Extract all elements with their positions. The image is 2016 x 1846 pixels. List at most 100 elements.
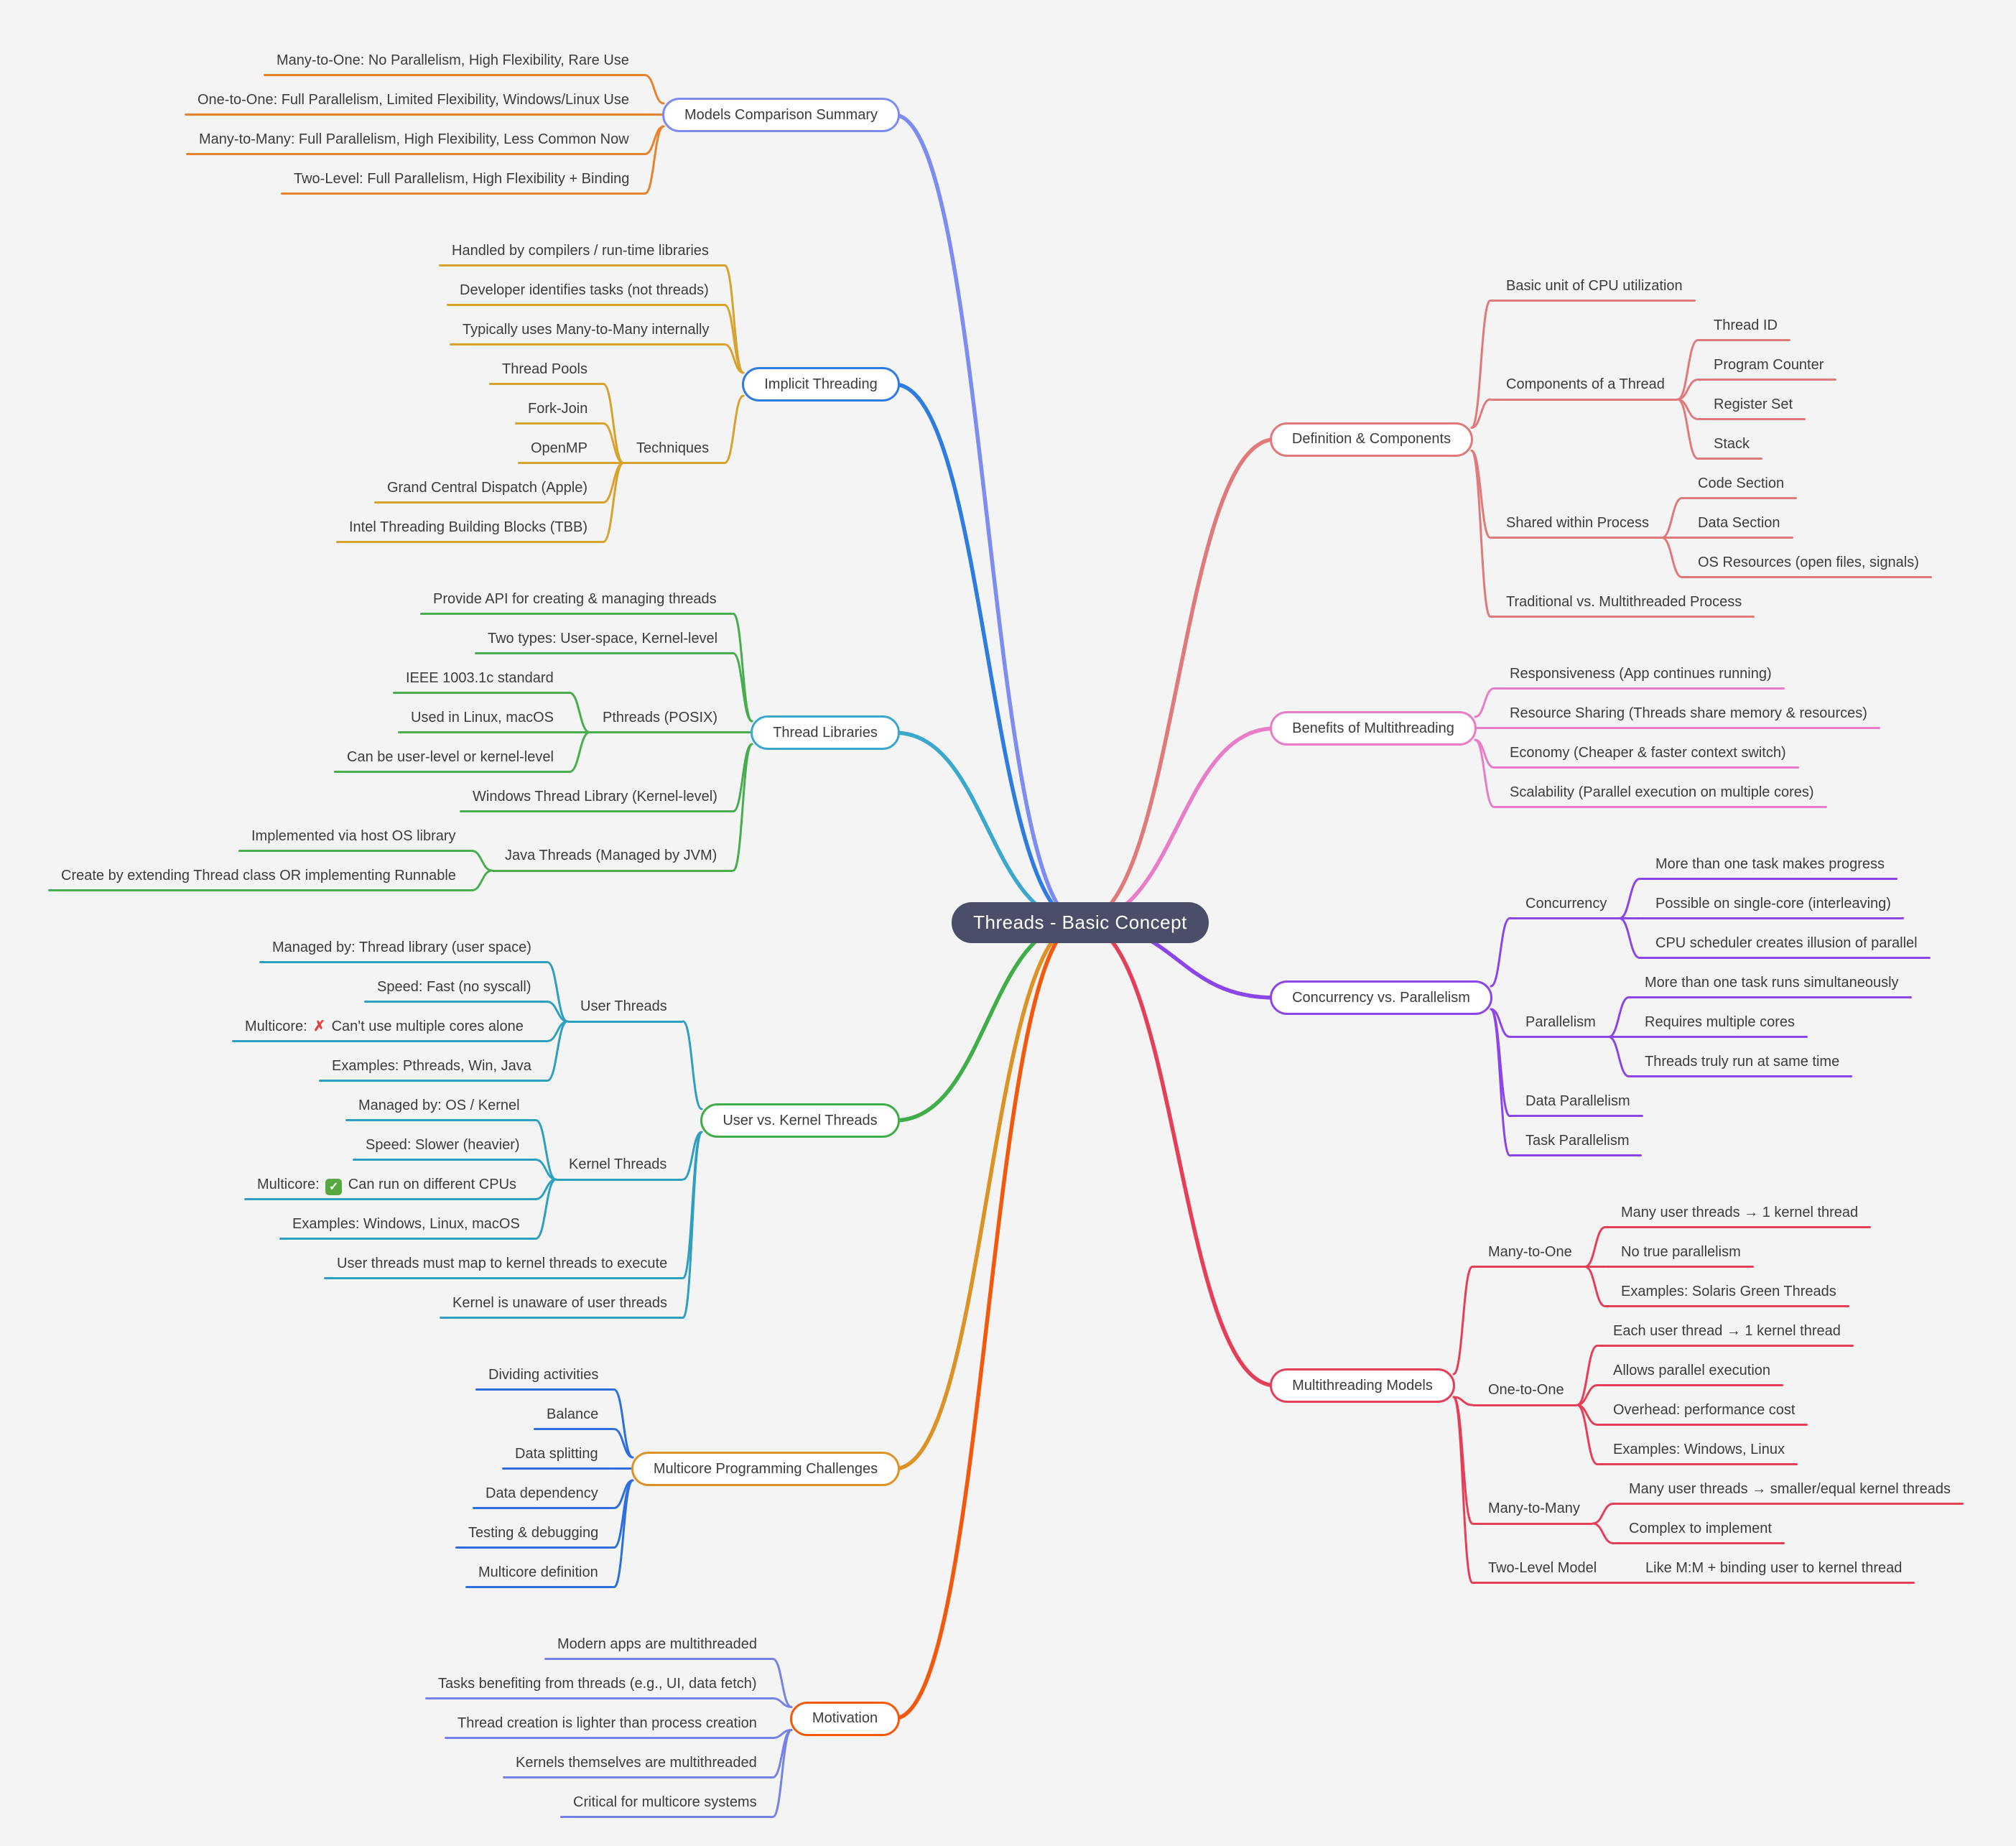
node-label[interactable]: Data Parallelism — [1525, 1093, 1630, 1109]
subtopic-label[interactable]: Components of a Thread — [1506, 376, 1665, 392]
node-label[interactable]: Provide API for creating & managing thre… — [433, 590, 717, 607]
node-label[interactable]: Data dependency — [486, 1485, 598, 1501]
node-label[interactable]: Multicore definition — [478, 1564, 598, 1580]
node-label[interactable]: Developer identifies tasks (not threads) — [460, 282, 709, 298]
node-label[interactable]: Multicore: ✗ Can't use multiple cores al… — [245, 1018, 524, 1034]
node-label[interactable]: Fork-Join — [528, 400, 588, 417]
node-underline — [1605, 1266, 1754, 1268]
node-label[interactable]: Examples: Pthreads, Win, Java — [332, 1057, 531, 1074]
node-label[interactable]: Overhead: performance cost — [1613, 1401, 1796, 1418]
node-label[interactable]: Speed: Fast (no syscall) — [377, 978, 531, 995]
topic-node[interactable]: User vs. Kernel Threads — [700, 1103, 900, 1138]
topic-node[interactable]: Motivation — [790, 1701, 900, 1736]
node-label[interactable]: Traditional vs. Multithreaded Process — [1506, 593, 1742, 610]
subtopic-label[interactable]: One-to-One — [1488, 1382, 1564, 1398]
node-label[interactable]: Managed by: Thread library (user space) — [272, 939, 531, 955]
node-label[interactable]: Allows parallel execution — [1613, 1362, 1771, 1378]
node-label[interactable]: Responsiveness (App continues running) — [1510, 665, 1772, 682]
node-label[interactable]: Dividing activities — [488, 1366, 599, 1383]
topic-node[interactable]: Multicore Programming Challenges — [631, 1452, 900, 1486]
node-label[interactable]: Threads truly run at same time — [1645, 1053, 1840, 1070]
node-label[interactable]: Multicore: ✓ Can run on different CPUs — [257, 1174, 516, 1195]
topic-node[interactable]: Definition & Components — [1270, 422, 1473, 457]
node-label[interactable]: Tasks benefiting from threads (e.g., UI,… — [438, 1675, 757, 1692]
node-underline — [374, 501, 603, 504]
node-label[interactable]: Testing & debugging — [468, 1524, 599, 1541]
node-label[interactable]: Used in Linux, macOS — [411, 709, 554, 725]
node-label[interactable]: Economy (Cheaper & faster context switch… — [1510, 744, 1786, 761]
node-label[interactable]: Many user threads → smaller/equal kernel… — [1629, 1480, 1951, 1497]
subtopic-label[interactable]: Java Threads (Managed by JVM) — [505, 848, 717, 863]
node-label[interactable]: Implemented via host OS library — [251, 827, 456, 844]
node-label[interactable]: Balance — [547, 1406, 599, 1422]
topic-node[interactable]: Models Comparison Summary — [662, 98, 900, 132]
node-label[interactable]: Critical for multicore systems — [573, 1794, 757, 1810]
node-label[interactable]: Two-Level: Full Parallelism, High Flexib… — [294, 170, 630, 187]
subtopic-label[interactable]: Pthreads (POSIX) — [603, 709, 718, 725]
node-label[interactable]: Each user thread → 1 kernel thread — [1613, 1322, 1841, 1339]
node-label[interactable]: Grand Central Dispatch (Apple) — [387, 479, 588, 496]
node-label[interactable]: No true parallelism — [1621, 1243, 1741, 1260]
node-label[interactable]: Data Section — [1698, 514, 1780, 531]
node-label[interactable]: Resource Sharing (Threads share memory &… — [1510, 705, 1867, 721]
subtopic-label[interactable]: Parallelism — [1525, 1014, 1596, 1030]
subtopic-label[interactable]: Kernel Threads — [569, 1156, 667, 1172]
node-label[interactable]: Create by extending Thread class OR impl… — [61, 867, 456, 883]
node-label[interactable]: More than one task makes progress — [1655, 855, 1885, 872]
node-label[interactable]: Many-to-One: No Parallelism, High Flexib… — [277, 52, 629, 68]
node-label[interactable]: Many-to-Many: Full Parallelism, High Fle… — [199, 131, 629, 147]
node-label[interactable]: Register Set — [1714, 396, 1793, 412]
subtopic-label[interactable]: Many-to-One — [1488, 1243, 1572, 1260]
node-label[interactable]: IEEE 1003.1c standard — [406, 669, 554, 686]
subtopic-label[interactable]: Two-Level Model — [1488, 1559, 1597, 1576]
node-label[interactable]: Examples: Windows, Linux, macOS — [292, 1215, 520, 1232]
node-label[interactable]: Typically uses Many-to-Many internally — [463, 321, 710, 338]
node-label[interactable]: Complex to implement — [1629, 1520, 1772, 1536]
topic-node[interactable]: Concurrency vs. Parallelism — [1270, 980, 1492, 1015]
node-label[interactable]: Handled by compilers / run-time librarie… — [452, 242, 709, 259]
node-label[interactable]: OS Resources (open files, signals) — [1698, 554, 1919, 570]
node-label[interactable]: Data splitting — [515, 1445, 598, 1462]
node-label[interactable]: Thread creation is lighter than process … — [457, 1715, 757, 1731]
node-label[interactable]: Stack — [1714, 435, 1750, 452]
subtopic-label[interactable]: User Threads — [580, 998, 667, 1014]
node-label[interactable]: OpenMP — [531, 440, 587, 456]
node-label[interactable]: Code Section — [1698, 475, 1785, 491]
node-label[interactable]: Task Parallelism — [1525, 1132, 1630, 1149]
topic-node[interactable]: Multithreading Models — [1270, 1368, 1455, 1403]
node-label[interactable]: Thread Pools — [502, 361, 587, 377]
node-label[interactable]: CPU scheduler creates illusion of parall… — [1655, 934, 1918, 951]
subtopic-label[interactable]: Shared within Process — [1506, 514, 1649, 531]
subtopic-label[interactable]: Techniques — [636, 440, 710, 456]
node-label[interactable]: Kernel is unaware of user threads — [452, 1294, 668, 1311]
branch-curve — [771, 1697, 793, 1708]
node-label[interactable]: Scalability (Parallel execution on multi… — [1510, 784, 1814, 800]
node-label[interactable]: Thread ID — [1714, 317, 1778, 333]
node-label[interactable]: Can be user-level or kernel-level — [347, 748, 554, 765]
node-label[interactable]: User threads must map to kernel threads … — [337, 1255, 668, 1271]
node-label[interactable]: Examples: Windows, Linux — [1613, 1441, 1785, 1457]
node-label[interactable]: Requires multiple cores — [1645, 1014, 1795, 1030]
topic-node[interactable]: Thread Libraries — [751, 715, 900, 750]
node-label[interactable]: Managed by: OS / Kernel — [358, 1097, 520, 1113]
subtopic-label[interactable]: Concurrency — [1525, 895, 1607, 912]
node-label[interactable]: Two types: User-space, Kernel-level — [488, 630, 718, 646]
node-label[interactable]: Possible on single-core (interleaving) — [1655, 895, 1891, 912]
node-label[interactable]: Windows Thread Library (Kernel-level) — [473, 788, 717, 804]
topic-node[interactable]: Implicit Threading — [742, 367, 900, 402]
node-underline — [1472, 1404, 1577, 1406]
node-label[interactable]: Many user threads → 1 kernel thread — [1621, 1204, 1859, 1220]
node-label[interactable]: More than one task runs simultaneously — [1645, 974, 1899, 991]
node-label[interactable]: Like M:M + binding user to kernel thread — [1645, 1559, 1903, 1576]
node-label[interactable]: Modern apps are multithreaded — [557, 1636, 757, 1652]
node-label[interactable]: Program Counter — [1714, 356, 1824, 373]
node-label[interactable]: Intel Threading Building Blocks (TBB) — [349, 519, 588, 535]
node-label[interactable]: Kernels themselves are multithreaded — [516, 1754, 757, 1771]
topic-node[interactable]: Benefits of Multithreading — [1270, 711, 1477, 746]
node-label[interactable]: Examples: Solaris Green Threads — [1621, 1283, 1836, 1299]
node-label[interactable]: Basic unit of CPU utilization — [1506, 277, 1683, 294]
node-label[interactable]: One-to-One: Full Parallelism, Limited Fl… — [198, 91, 629, 108]
subtopic-label[interactable]: Many-to-Many — [1488, 1501, 1580, 1516]
node-label[interactable]: Speed: Slower (heavier) — [366, 1136, 520, 1153]
central-topic-node[interactable]: Threads - Basic Concept — [952, 902, 1209, 943]
